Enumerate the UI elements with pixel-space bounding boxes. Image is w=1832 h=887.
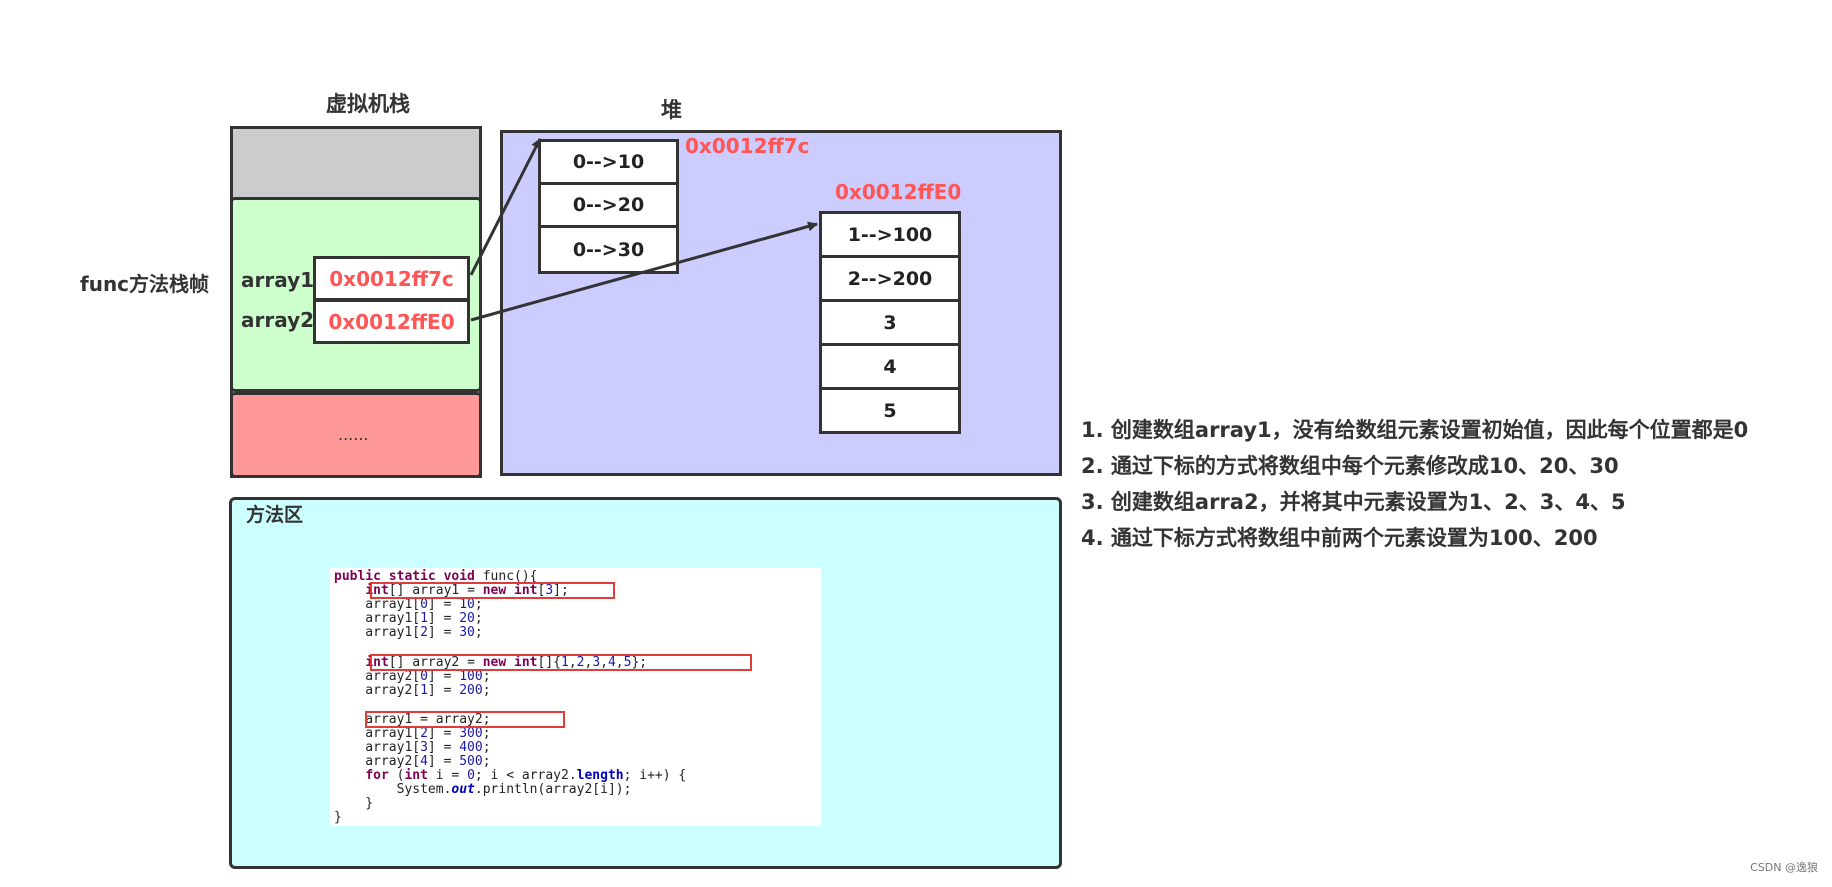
stack-top-region xyxy=(233,129,479,200)
heap-array1-cell: 0-->20 xyxy=(538,182,679,228)
highlight-array2-decl xyxy=(370,654,752,671)
note-item: 3. 创建数组arra2，并将其中元素设置为1、2、3、4、5 xyxy=(1081,490,1626,514)
var-value-array1: 0x0012ff7c xyxy=(329,266,454,291)
var-cell-array1: 0x0012ff7c xyxy=(313,256,470,301)
heap-array2-cell: 1-->100 xyxy=(819,211,961,258)
heap-title: 堆 xyxy=(661,98,682,122)
highlight-assignment xyxy=(365,711,565,728)
code-line: } xyxy=(334,796,374,811)
code-line: array1[3] = 400; xyxy=(334,740,491,755)
var-value-array2: 0x0012ffE0 xyxy=(328,309,455,334)
code-line: public static void func(){ xyxy=(334,569,538,584)
stack-ellipsis: ...... xyxy=(338,425,369,444)
code-line: array1[1] = 20; xyxy=(334,611,483,626)
code-line: for (int i = 0; i < array2.length; i++) … xyxy=(365,768,687,783)
code-line: int[] array2 = new int[]{1,2,3,4,5}; xyxy=(365,655,648,670)
code-line: array2[0] = 100; xyxy=(334,669,491,684)
code-line: array1[0] = 10; xyxy=(334,597,483,612)
note-item: 2. 通过下标的方式将数组中每个元素修改成10、20、30 xyxy=(1081,454,1619,478)
code-line: System.out.println(array2[i]); xyxy=(334,782,632,797)
method-area-title: 方法区 xyxy=(246,504,304,526)
code-line: array1[2] = 30; xyxy=(334,625,483,640)
heap-array1-cell: 0-->30 xyxy=(538,225,679,274)
note-item: 4. 通过下标方式将数组中前两个元素设置为100、200 xyxy=(1081,526,1598,550)
heap-array2-address: 0x0012ffE0 xyxy=(835,180,962,204)
code-line: } xyxy=(334,810,342,825)
stack-bottom-region xyxy=(230,392,482,478)
code-line: array1 = array2; xyxy=(334,712,491,727)
var-cell-array2: 0x0012ffE0 xyxy=(313,299,470,344)
code-line: array2[4] = 500; xyxy=(334,754,491,769)
heap-array2-cell: 3 xyxy=(819,299,961,346)
heap-array1-address: 0x0012ff7c xyxy=(685,134,810,158)
code-line: array2[1] = 200; xyxy=(334,683,491,698)
heap-array2-cell: 5 xyxy=(819,387,961,434)
stack-title: 虚拟机栈 xyxy=(326,92,410,116)
step-notes: 1. 创建数组array1，没有给数组元素设置初始值，因此每个位置都是0 2. … xyxy=(1081,412,1748,556)
code-snippet: public static void func(){ int[] array1 … xyxy=(330,568,821,826)
code-line: array1[2] = 300; xyxy=(334,726,491,741)
heap-array1-cell: 0-->10 xyxy=(538,139,679,185)
var-label-array2: array2 xyxy=(241,308,315,332)
heap-array2-cell: 2-->200 xyxy=(819,255,961,302)
note-item: 1. 创建数组array1，没有给数组元素设置初始值，因此每个位置都是0 xyxy=(1081,418,1749,442)
heap-array2-cell: 4 xyxy=(819,343,961,390)
watermark: CSDN @逸狼 xyxy=(1750,861,1818,874)
highlight-array1-decl xyxy=(370,582,615,599)
var-label-array1: array1 xyxy=(241,268,315,292)
frame-label: func方法栈帧 xyxy=(80,272,210,296)
